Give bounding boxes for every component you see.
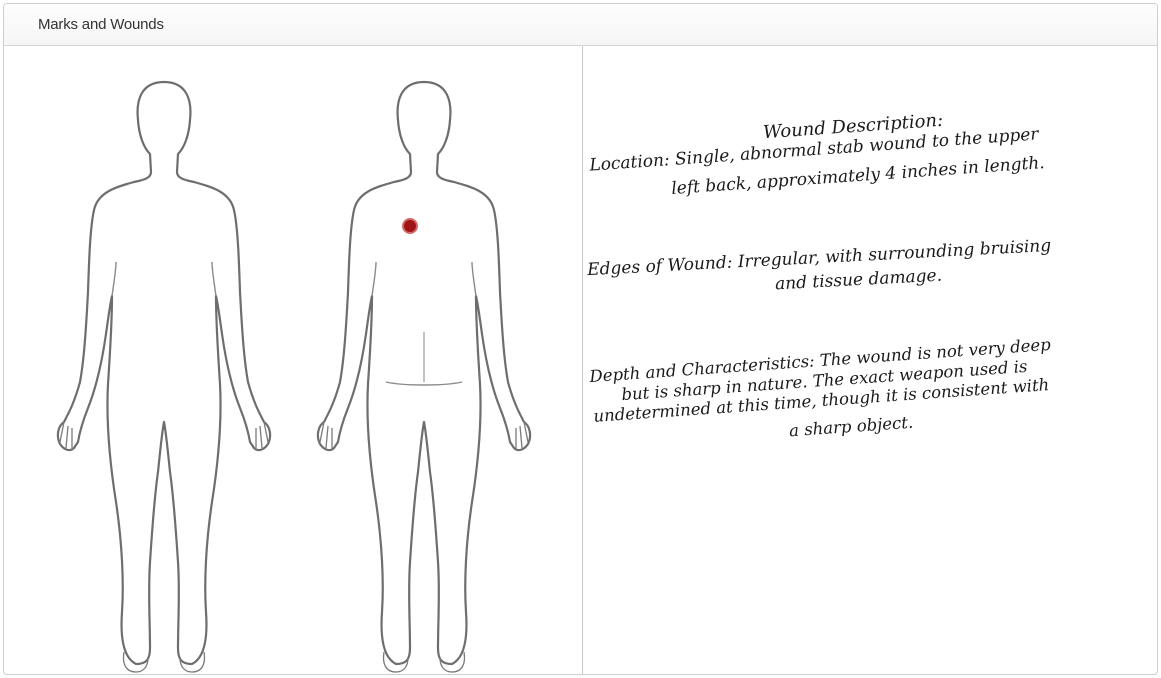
panel-title: Marks and Wounds xyxy=(38,16,164,33)
wound-notes-pane: Wound Description: Location: Single, abn… xyxy=(583,46,1157,674)
panel-header: Marks and Wounds xyxy=(4,4,1157,46)
edges-line-2: and tissue damage. xyxy=(775,268,943,295)
marks-and-wounds-panel: Marks and Wounds xyxy=(3,3,1158,675)
front-view-figure xyxy=(58,82,270,672)
depth-line-4: a sharp object. xyxy=(789,414,914,440)
body-diagram-pane xyxy=(4,46,583,674)
panel-body: Wound Description: Location: Single, abn… xyxy=(4,46,1157,674)
back-view-figure xyxy=(318,82,530,672)
wound-marker[interactable] xyxy=(403,219,417,233)
body-diagram xyxy=(4,46,583,675)
